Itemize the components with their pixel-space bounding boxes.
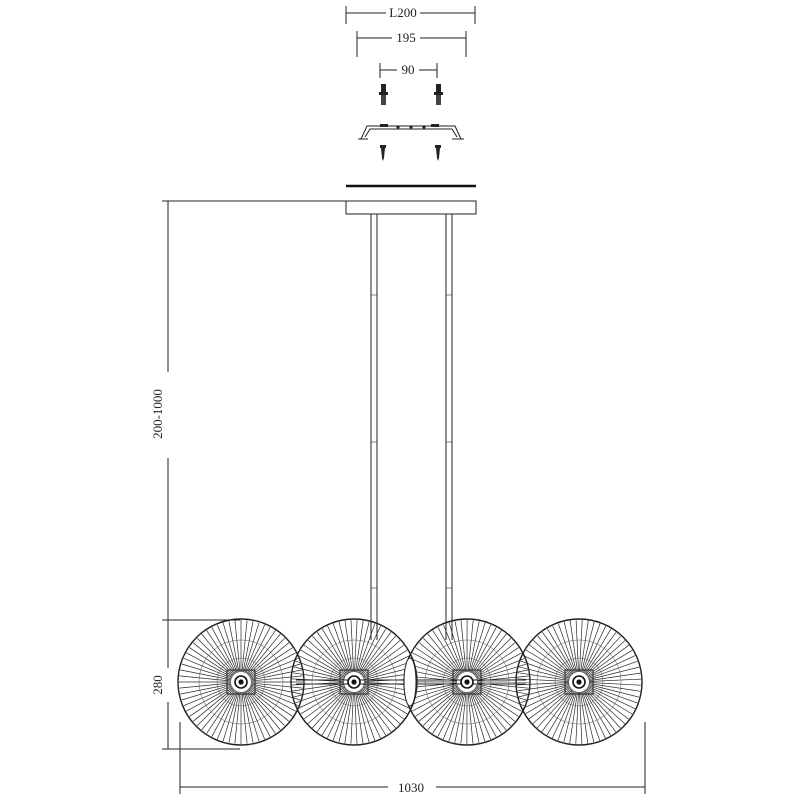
dimension-mount-plate: L200: [345, 5, 476, 24]
shade-4: [515, 618, 643, 746]
socket-bracket: [226, 669, 256, 695]
socket-bracket: [452, 669, 482, 695]
dimension-drop-height: 200-1000: [150, 200, 346, 620]
socket-bracket: [339, 669, 369, 695]
bulb-socket: [464, 679, 470, 685]
dimension-label-drop-height: 200-1000: [150, 389, 165, 439]
shade-3: [403, 618, 531, 746]
connector-ornament: [403, 657, 417, 707]
shade-rim: [515, 618, 643, 746]
mounting-bracket: [358, 124, 464, 140]
dimension-label-mount-plate: L200: [389, 5, 416, 20]
shade-rim: [177, 618, 305, 746]
suspension-rod-left: [370, 214, 378, 640]
bulb-socket: [351, 679, 357, 685]
socket-bracket: [564, 669, 594, 695]
wall-anchor-right: [434, 84, 443, 105]
bulb-socket: [576, 679, 582, 685]
bulb-socket: [238, 679, 244, 685]
shade-2: [290, 618, 418, 746]
dimension-screw-spacing: 90: [379, 62, 438, 78]
shade-group: [177, 618, 643, 746]
dimension-bracket: 195: [356, 30, 467, 57]
screw-right: [435, 145, 441, 161]
dimension-label-bracket: 195: [396, 30, 416, 45]
dimension-total-length: 1030: [179, 722, 646, 795]
dimension-label-shade-height: 280: [150, 675, 165, 695]
dimension-label-screw-spacing: 90: [402, 62, 415, 77]
screw-left: [380, 145, 386, 161]
ceiling-canopy: [345, 184, 477, 215]
wall-anchor-left: [379, 84, 388, 105]
shade-1: [177, 618, 305, 746]
dimension-label-total-length: 1030: [398, 780, 424, 795]
suspension-rod-right: [445, 214, 453, 640]
